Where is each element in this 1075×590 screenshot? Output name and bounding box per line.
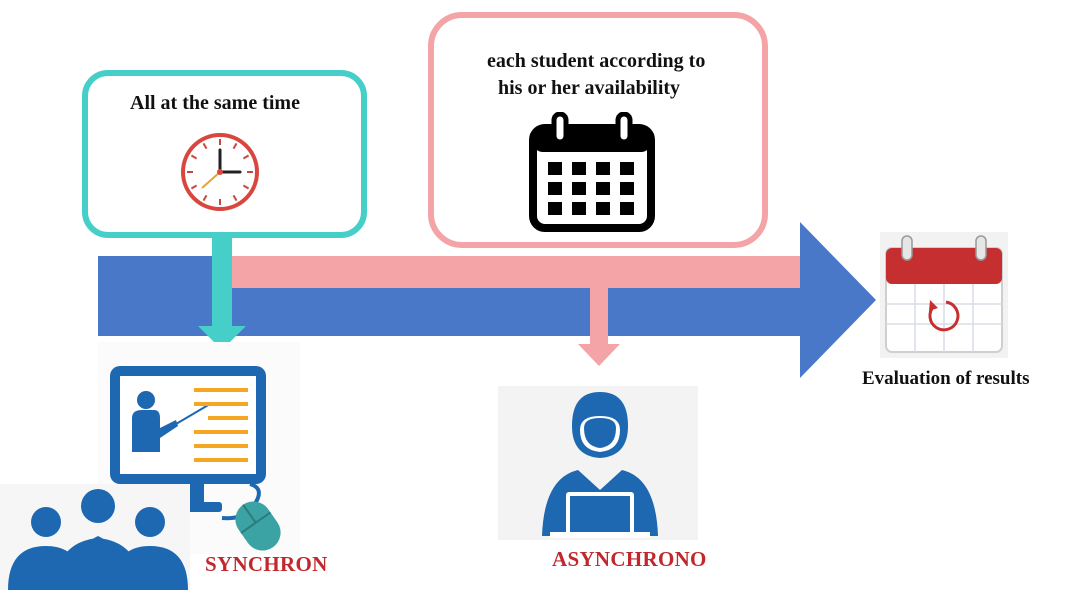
calendar-icon bbox=[529, 112, 655, 232]
evaluation-label: Evaluation of results bbox=[862, 368, 1030, 389]
synchron-label: SYNCHRON bbox=[205, 552, 328, 576]
group-icon bbox=[0, 484, 190, 590]
async-box-line1: each student according to bbox=[487, 50, 706, 72]
asynchrono-label: ASYNCHRONO bbox=[552, 547, 707, 571]
user-laptop-icon bbox=[498, 386, 698, 540]
async-box-line2: his or her availability bbox=[498, 77, 681, 99]
clock-icon bbox=[181, 133, 259, 211]
sync-box-text: All at the same time bbox=[130, 92, 300, 114]
calendar-refresh-icon bbox=[880, 232, 1008, 358]
